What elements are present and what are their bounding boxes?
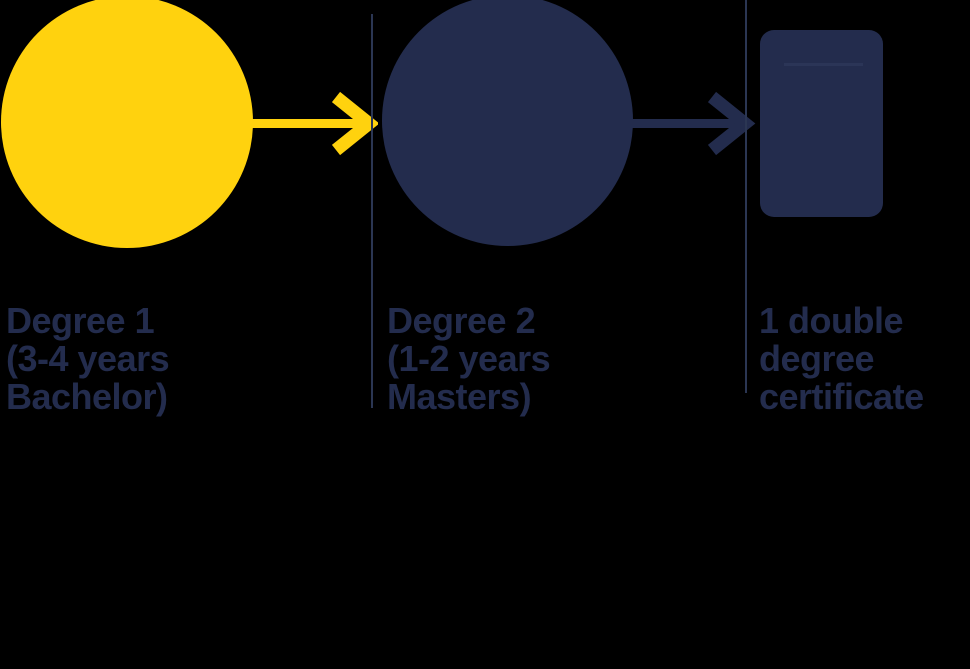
label-line: (3-4 years <box>6 338 170 379</box>
certificate-label: 1 double degree certificate <box>759 302 924 416</box>
degree-1-label: Degree 1 (3-4 years Bachelor) <box>6 300 170 417</box>
label-line: (1-2 years <box>387 338 551 379</box>
column-divider <box>745 0 747 393</box>
label-line: 1 double <box>759 300 904 341</box>
arrow-right-icon <box>248 91 378 156</box>
arrow-right-icon <box>630 91 756 156</box>
column-divider <box>371 14 373 408</box>
certificate-rectangle <box>760 30 883 217</box>
degree-2-label: Degree 2 (1-2 years Masters) <box>387 300 551 417</box>
label-line: Bachelor) <box>6 376 168 417</box>
label-line: Degree 1 <box>6 300 155 341</box>
label-line: certificate <box>759 376 924 417</box>
label-line: Masters) <box>387 376 532 417</box>
label-line: degree <box>759 338 875 379</box>
certificate-detail-line <box>784 63 863 66</box>
degree-1-circle <box>1 0 253 248</box>
label-line: Degree 2 <box>387 300 536 341</box>
degree-2-circle <box>382 0 633 246</box>
